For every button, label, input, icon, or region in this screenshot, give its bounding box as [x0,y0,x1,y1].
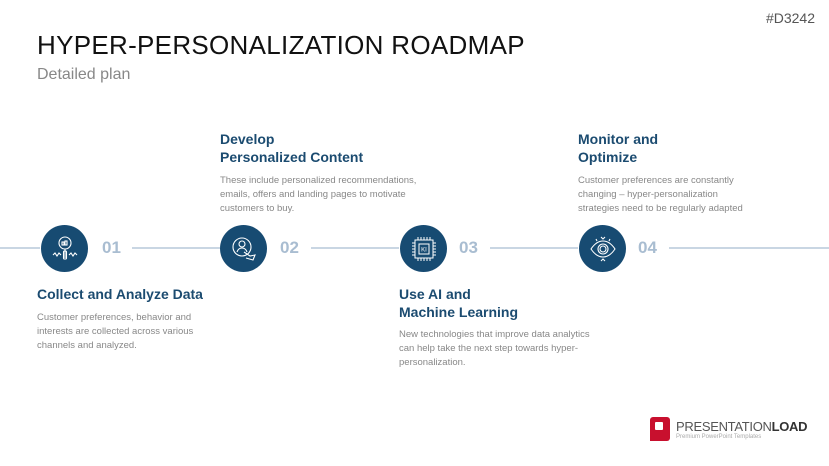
step-1-description: Customer preferences, behavior and inter… [37,312,194,351]
step-1-title: Collect and Analyze Data [37,285,237,303]
timeline-line [132,247,220,249]
eye-icon [589,236,616,261]
title-line: Collect and Analyze Data [37,286,203,302]
magnifier-chart-icon [52,235,77,260]
title-line: Monitor and [578,131,659,147]
logo-text-bold: LOAD [771,418,808,434]
step-1-number: 01 [102,238,121,257]
logo-tagline: Premium PowerPoint Templates [676,433,762,440]
chip-label: KI [421,247,427,253]
logo-mark-icon [650,417,670,441]
step-4-description: Customer preferences are constantly chan… [578,175,743,214]
title-line: Use AI and [399,286,471,302]
page-subtitle: Detailed plan [37,66,131,83]
step-2-icon-circle [220,225,267,272]
title-line: Develop [220,131,275,147]
title-line: Optimize [578,149,638,165]
step-2-description: These include personalized recommendatio… [220,175,417,214]
timeline-line [490,247,578,249]
ai-chip-icon: KI [411,236,436,261]
timeline-line [669,247,829,249]
step-3-icon-circle: KI [400,225,447,272]
logo-text-light: PRESENTATION [676,418,772,434]
step-1-icon-circle [41,225,88,272]
step-4-icon-circle [579,225,626,272]
slide-code: #D3242 [765,10,815,26]
step-3-description: New technologies that improve data analy… [399,329,590,368]
step-2-number: 02 [280,238,299,257]
timeline-line [311,247,399,249]
presentationload-logo: PRESENTATIONLOAD Premium PowerPoint Temp… [650,417,808,441]
timeline-line [0,247,40,249]
step-3-number: 03 [459,238,478,257]
step-4-number: 04 [638,238,657,257]
page-title: HYPER-PERSONALIZATION ROADMAP [37,30,525,60]
title-line: Personalized Content [220,149,364,165]
title-line: Machine Learning [399,304,519,320]
hand-touch-user-icon [231,236,256,261]
